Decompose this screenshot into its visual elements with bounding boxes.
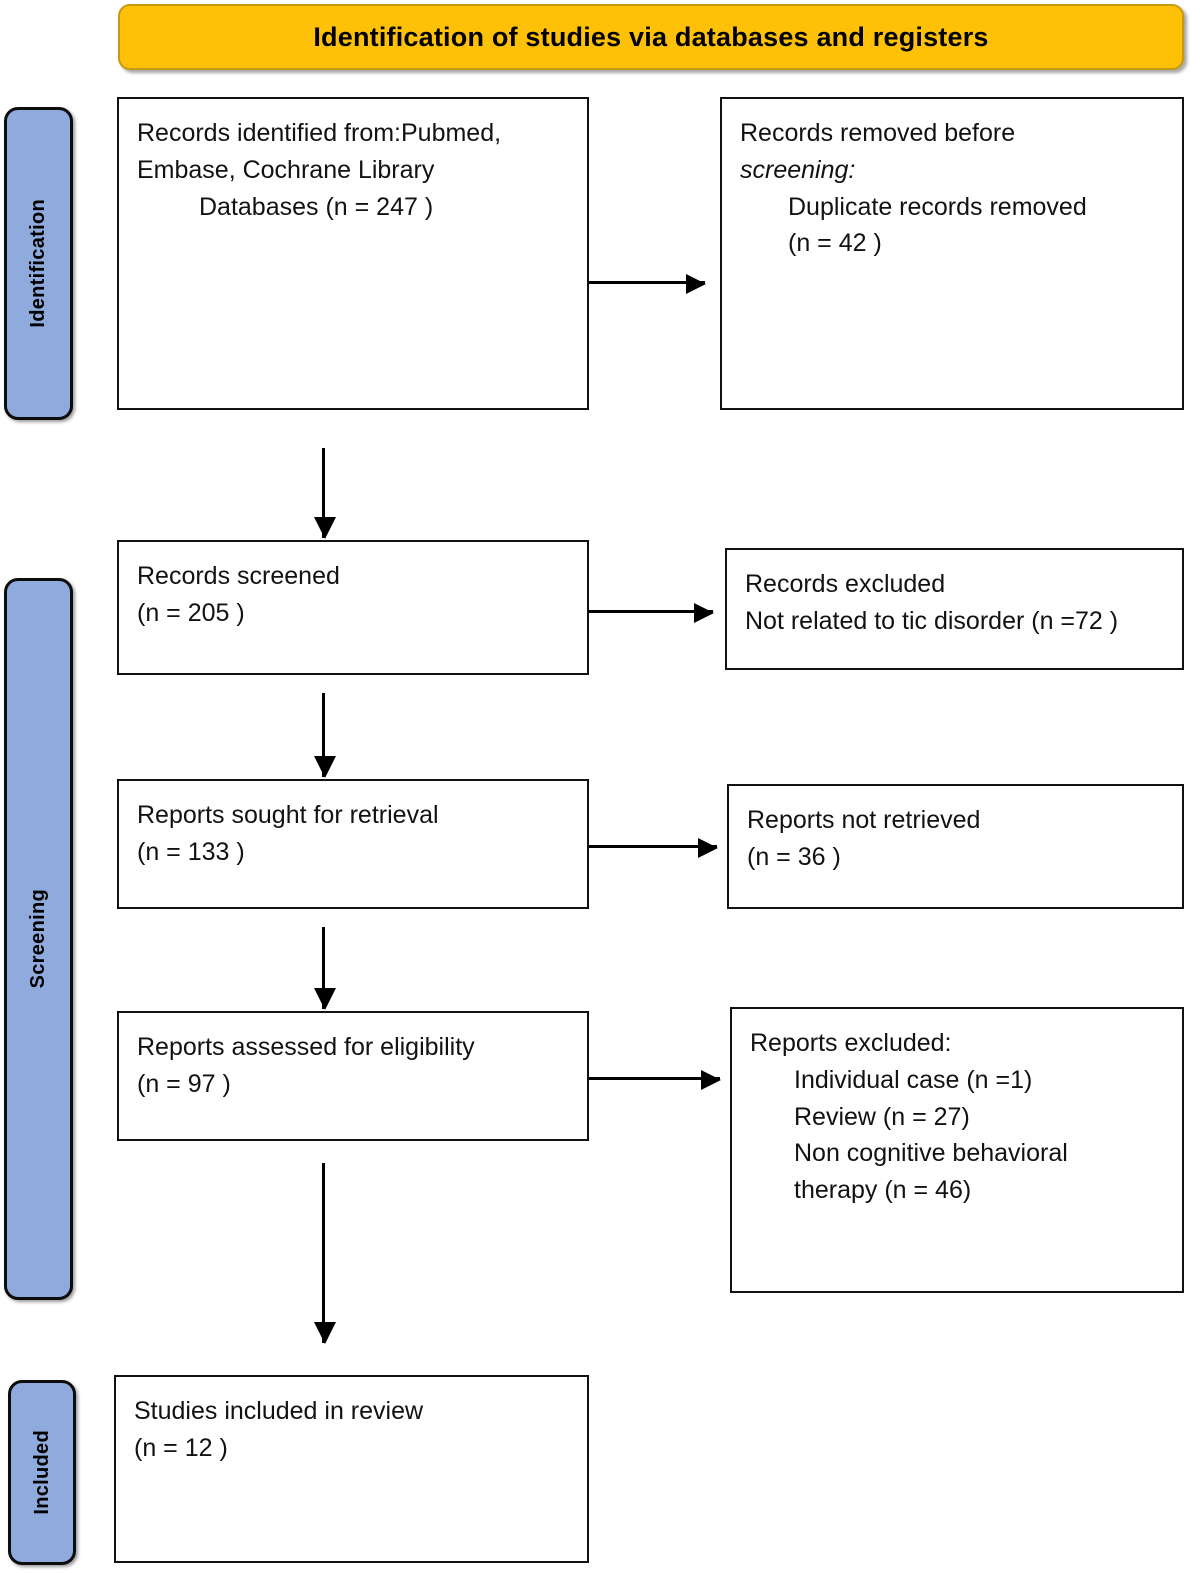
records-removed-text-normal: Records removed <box>740 119 945 147</box>
arrow-assessed-to-included <box>314 1163 336 1344</box>
reports-excluded-line-3: Review (n = 27) <box>794 1102 970 1131</box>
reports-sought-line-2: (n = 133 ) <box>137 837 245 866</box>
reports-excluded-line-4: Non cognitive behavioral <box>794 1139 1068 1168</box>
box-reports-not-retrieved: Reports not retrieved (n = 36 ) <box>727 784 1184 909</box>
records-identified-line-2: Embase, Cochrane Library <box>137 155 435 184</box>
reports-assessed-line-1: Reports assessed for eligibility <box>137 1033 475 1061</box>
records-removed-line-4: (n = 42 ) <box>788 229 882 258</box>
reports-not-retrieved-line-1: Reports not retrieved <box>747 806 981 834</box>
reports-not-retrieved-line-2: (n = 36 ) <box>747 842 841 871</box>
records-identified-line-3: Databases (n = 247 ) <box>199 192 434 221</box>
box-studies-included: Studies included in review (n = 12 ) <box>114 1375 589 1563</box>
box-records-screened: Records screened (n = 205 ) <box>117 540 589 675</box>
box-records-removed: Records removed before screening: Duplic… <box>720 97 1184 410</box>
box-reports-assessed: Reports assessed for eligibility (n = 97… <box>117 1011 589 1141</box>
reports-assessed-line-2: (n = 97 ) <box>137 1069 231 1098</box>
arrow-screened-to-excluded <box>589 603 714 623</box>
reports-sought-line-1: Reports sought for retrieval <box>137 801 439 829</box>
box-reports-sought: Reports sought for retrieval (n = 133 ) <box>117 779 589 909</box>
stage-label-identification: Identification <box>4 107 73 420</box>
records-screened-line-1: Records screened <box>137 562 340 590</box>
arrow-identified-to-removed <box>589 274 706 294</box>
records-identified-line-1: Records identified from:Pubmed, <box>137 119 502 147</box>
records-excluded-line-1: Records excluded <box>745 570 946 598</box>
studies-included-line-1: Studies included in review <box>134 1397 424 1425</box>
box-records-identified: Records identified from:Pubmed, Embase, … <box>117 97 589 410</box>
records-excluded-line-2: Not related to tic disorder (n =72 ) <box>745 606 1119 635</box>
records-screened-line-2: (n = 205 ) <box>137 598 245 627</box>
stage-label-screening-text: Screening <box>27 889 49 989</box>
records-removed-line-2: screening: <box>740 155 856 184</box>
arrow-sought-to-not-retrieved <box>589 838 718 858</box>
records-removed-line-3: Duplicate records removed <box>788 192 1087 221</box>
reports-excluded-line-2: Individual case (n =1) <box>794 1065 1033 1094</box>
records-removed-text-italic-before: before <box>944 119 1016 147</box>
diagram-title-banner: Identification of studies via databases … <box>118 4 1184 70</box>
reports-excluded-line-5: therapy (n = 46) <box>794 1176 972 1204</box>
box-records-excluded: Records excluded Not related to tic diso… <box>725 548 1184 670</box>
stage-label-screening: Screening <box>4 578 73 1300</box>
arrow-screened-to-sought <box>314 693 336 778</box>
stage-label-identification-text: Identification <box>27 199 49 328</box>
reports-excluded-line-1: Reports excluded: <box>750 1029 952 1057</box>
arrow-assessed-to-excluded <box>589 1070 721 1090</box>
page-title: Identification of studies via databases … <box>313 21 989 52</box>
studies-included-line-2: (n = 12 ) <box>134 1433 228 1462</box>
stage-label-included-text: Included <box>30 1430 53 1515</box>
records-removed-line-1: Records removed before <box>740 115 1168 152</box>
arrow-sought-to-assessed <box>314 927 336 1010</box>
stage-label-included: Included <box>8 1380 76 1565</box>
box-reports-excluded: Reports excluded: Individual case (n =1)… <box>730 1007 1184 1293</box>
arrow-identified-to-screened <box>314 448 336 539</box>
